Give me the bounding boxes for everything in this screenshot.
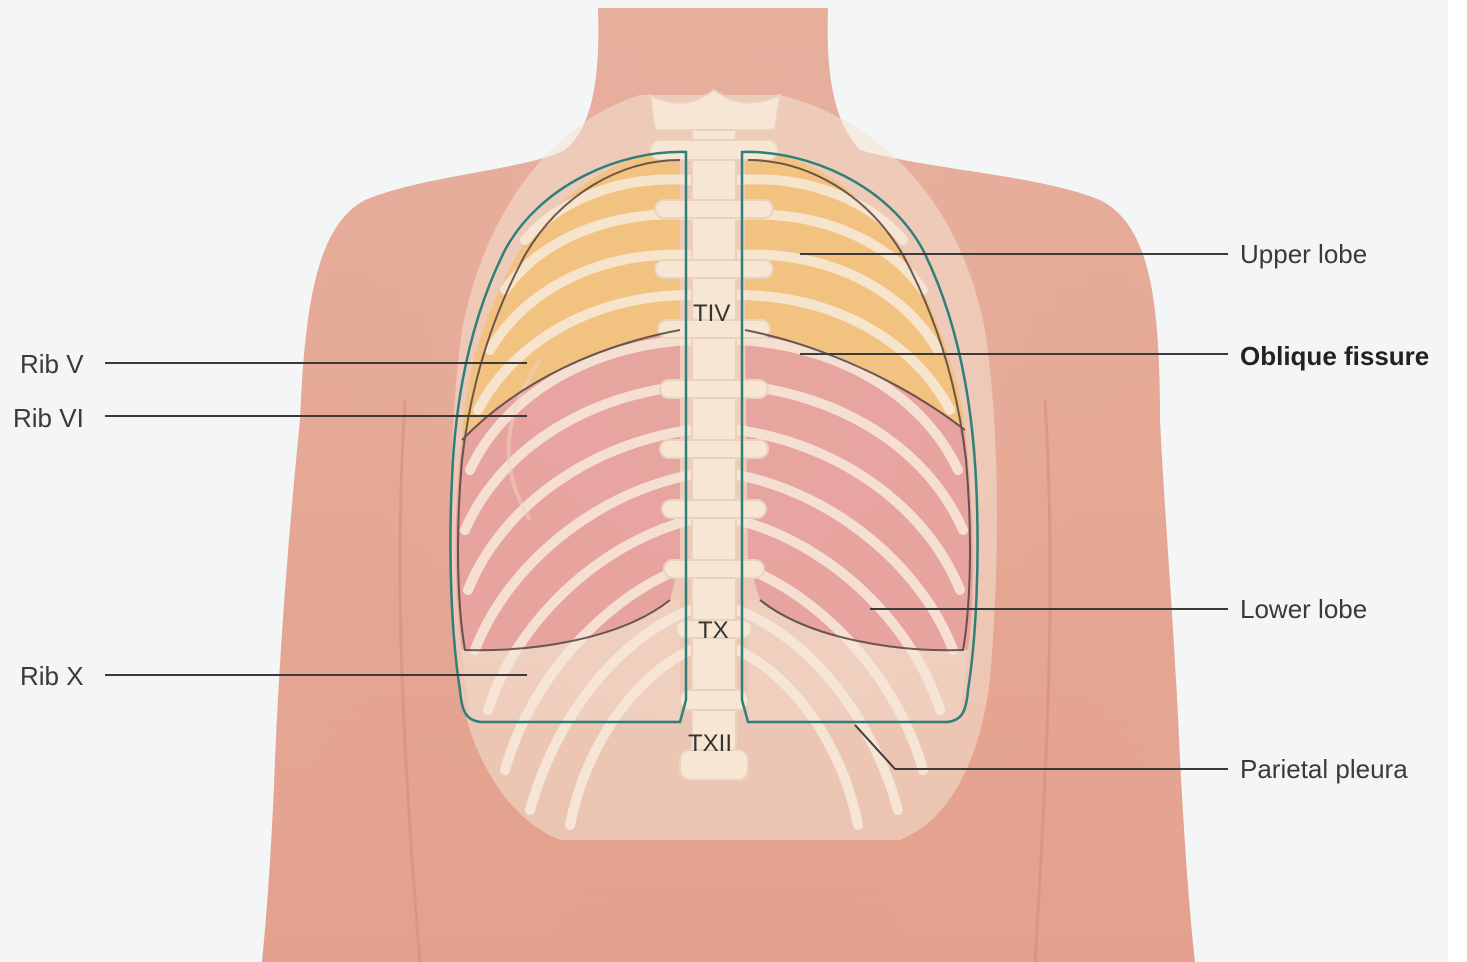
label-upper-lobe: Upper lobe	[1240, 239, 1367, 269]
label-t4: TIV	[693, 300, 730, 328]
label-rib-x: Rib X	[20, 661, 84, 691]
label-lower-lobe: Lower lobe	[1240, 594, 1367, 624]
label-parietal-pleura: Parietal pleura	[1240, 754, 1408, 784]
label-t12: TXII	[688, 730, 732, 758]
label-oblique-fissure: Oblique fissure	[1240, 341, 1429, 371]
label-t10: TX	[698, 617, 729, 645]
label-rib-vi: Rib VI	[13, 403, 84, 433]
label-rib-v: Rib V	[20, 349, 84, 379]
panel-margin	[1448, 0, 1467, 962]
